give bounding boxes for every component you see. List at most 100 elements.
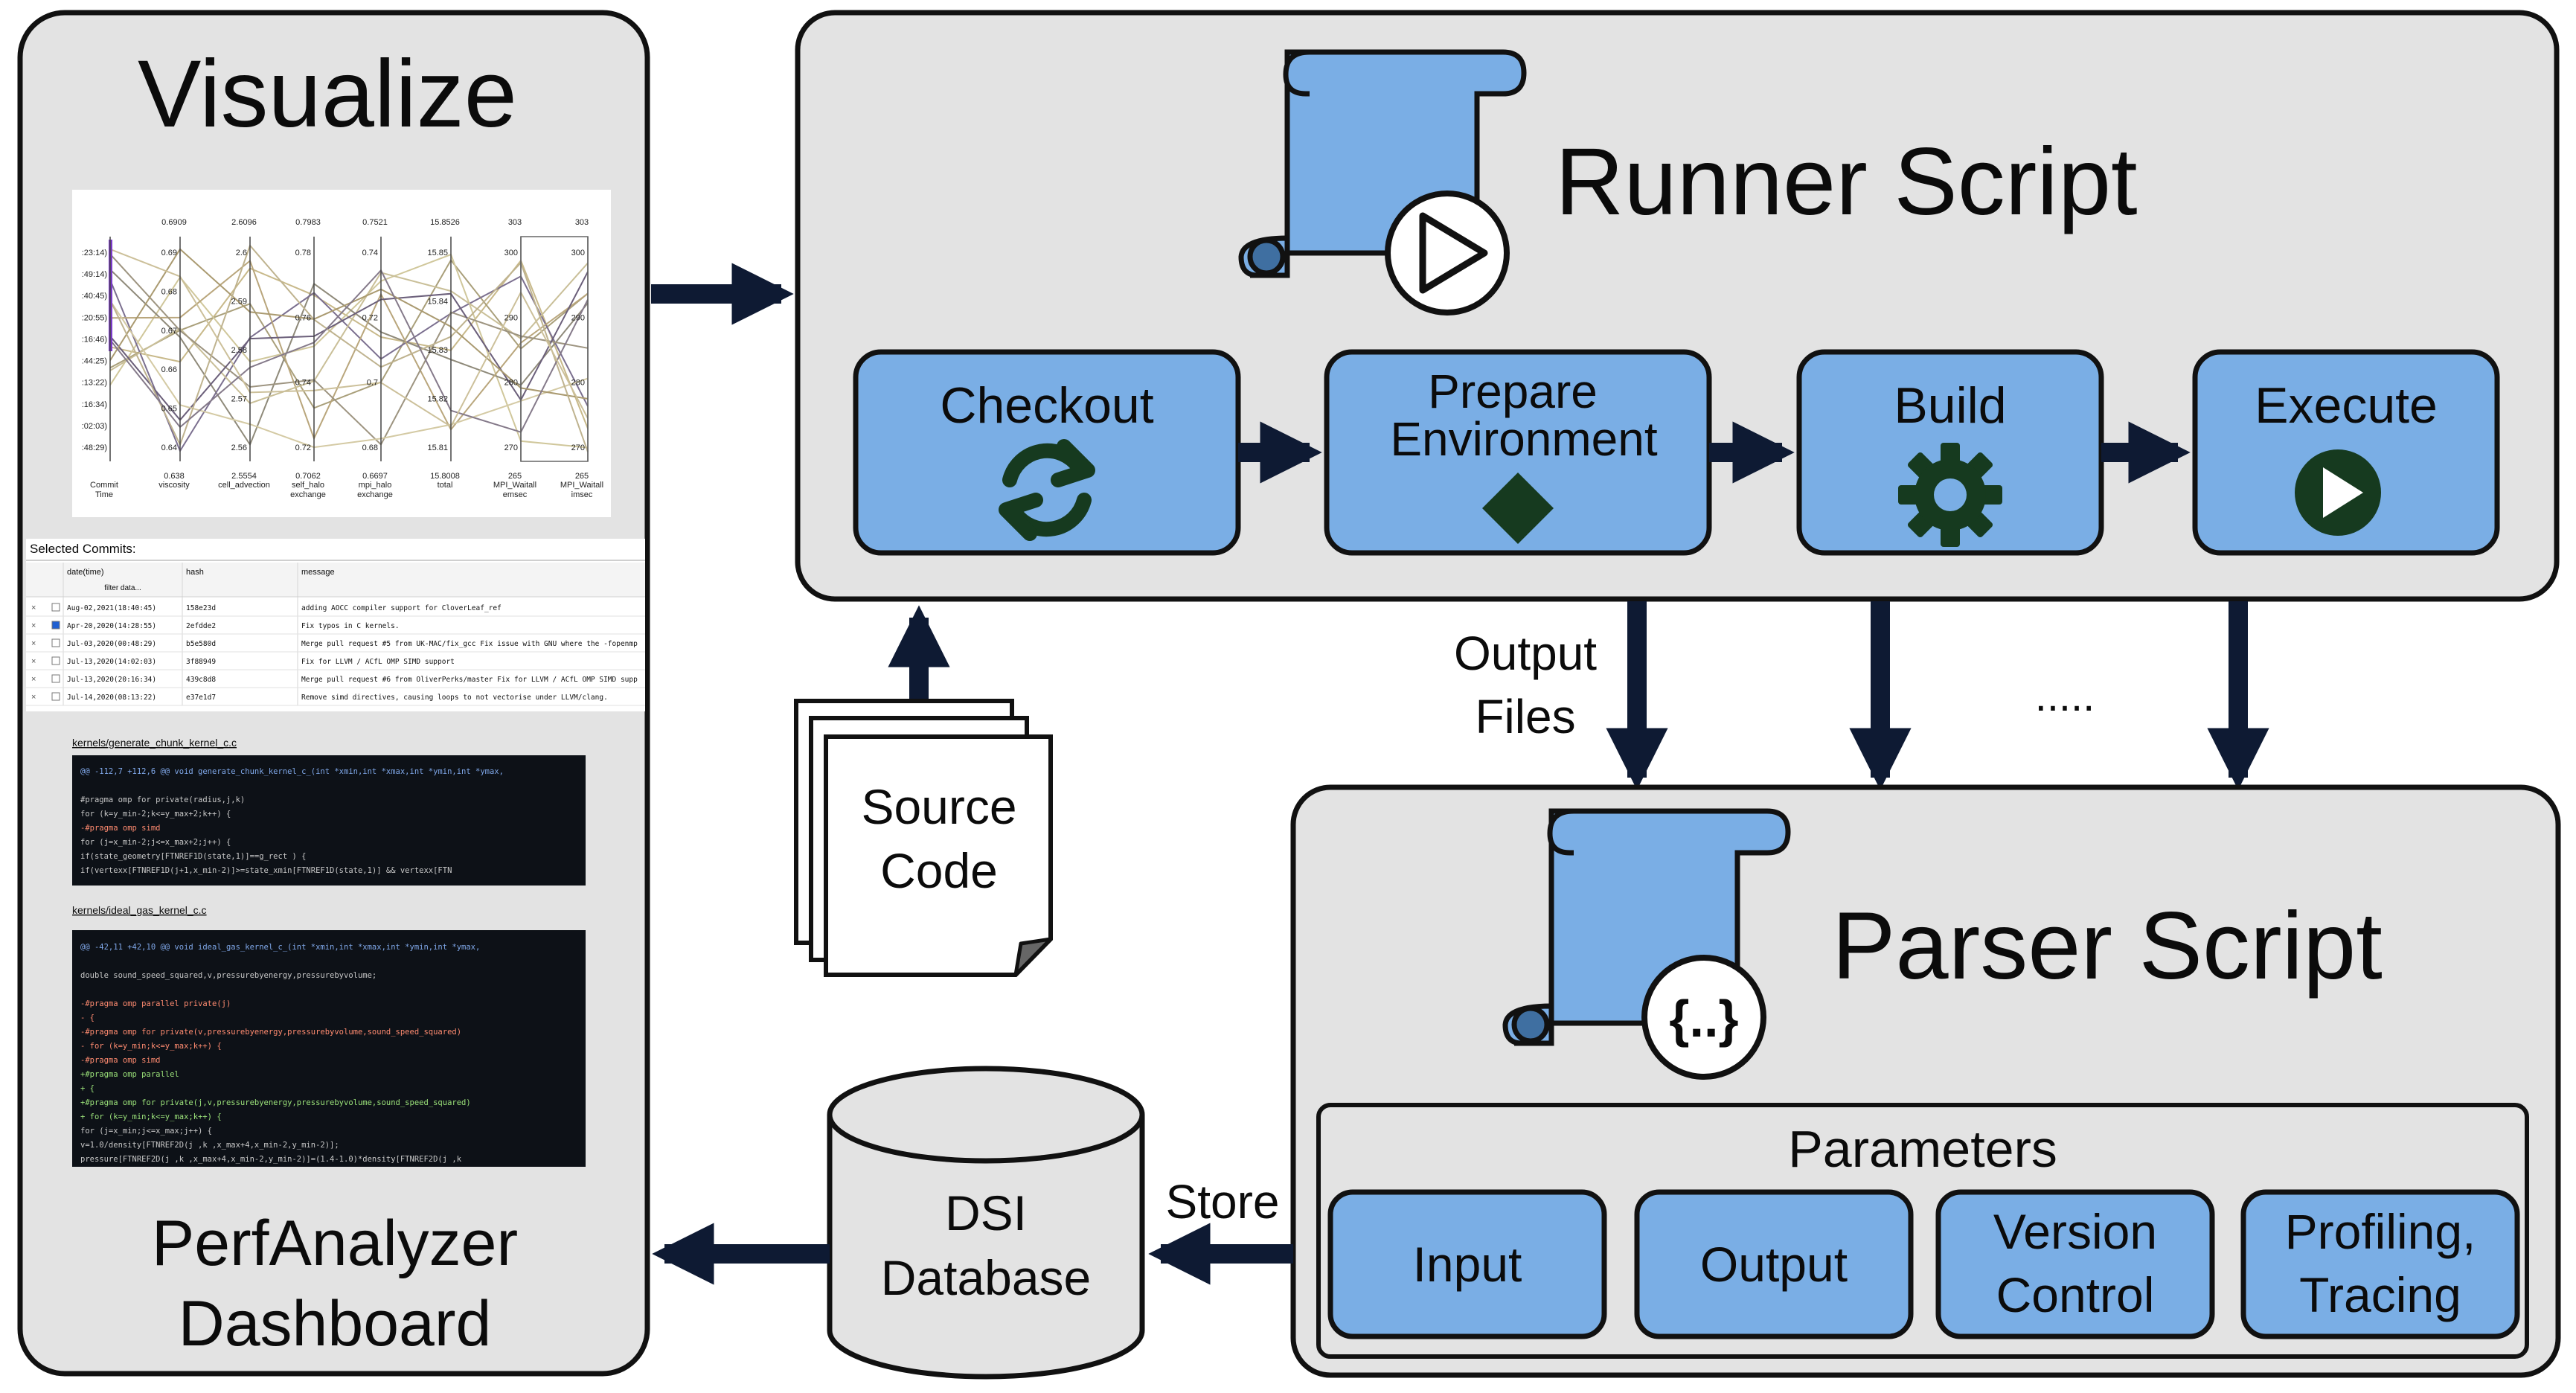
diff-line: @@ -112,7 +112,6 @@ void generate_chunk_… [80, 767, 504, 776]
plot-tick-label: :02:03) [82, 422, 107, 431]
step-prepare-label-2: Environment [1390, 412, 1658, 466]
row-date: Jul-03,2020(00:48:29) [67, 640, 156, 648]
param-version-label-2: Control [1996, 1267, 2155, 1322]
row-checkbox [51, 692, 60, 701]
plot-axis-label: total [438, 481, 453, 490]
param-version-control: Version Control [1935, 1189, 2215, 1339]
code-diff-1: kernels/generate_chunk_kernel_c.c @@ -11… [72, 737, 586, 886]
parser-script-panel: {..} Parser Script Parameters Input Outp… [1290, 784, 2561, 1378]
plot-background [72, 190, 611, 517]
plot-tick-label: :20:55) [82, 313, 107, 322]
plot-tick-label: 15.83 [427, 346, 448, 355]
plot-tick-label: 0.68 [362, 443, 378, 452]
row-message: Fix for LLVM / ACfL OMP SIMD support [301, 658, 455, 666]
plot-tick-label: :16:46) [82, 335, 107, 344]
plot-axis-label: MPI_Waitall [493, 481, 536, 490]
diff-2-lines: @@ -42,11 +42,10 @@ void ideal_gas_kerne… [80, 943, 480, 1164]
row-date: Aug-02,2021(18:40:45) [67, 604, 156, 612]
plot-tick-label: 300 [571, 249, 585, 257]
plot-top-value: 2.6096 [231, 218, 257, 227]
step-execute-label: Execute [2255, 377, 2438, 434]
plot-tick-label: 0.74 [362, 249, 378, 257]
row-remove-icon: × [31, 621, 36, 630]
param-input: Input [1327, 1189, 1607, 1339]
plot-tick-label: 300 [504, 249, 518, 257]
diff-line: +#pragma omp for private(j,v,pressurebye… [80, 1098, 471, 1107]
table-header-hash: hash [186, 568, 204, 577]
plot-tick-label: 0.72 [362, 313, 378, 322]
dsi-database: DSI Database [827, 1066, 1145, 1380]
plot-tick-label: 2.59 [231, 298, 247, 307]
plot-tick-label: 270 [504, 443, 518, 452]
plot-axis-label: self_halo [292, 481, 324, 490]
plot-tick-label: 2.58 [231, 346, 247, 355]
diff-line: double sound_speed_squared,v,pressurebye… [80, 971, 377, 980]
output-files-label-2: Files [1475, 690, 1575, 743]
plot-tick-label: 2.56 [231, 443, 247, 452]
plot-tick-label: :40:45) [82, 292, 107, 301]
output-files-label-1: Output [1454, 627, 1597, 680]
plot-top-value: 0.7521 [362, 218, 388, 227]
row-remove-icon: × [31, 603, 36, 612]
plot-tick-label: :48:29) [82, 443, 107, 452]
table-title: Selected Commits: [30, 542, 136, 556]
database-label-2: Database [881, 1250, 1092, 1305]
plot-bottom-value: 2.5554 [231, 472, 257, 481]
diamond-icon [1482, 473, 1554, 544]
diff-1-filename[interactable]: kernels/generate_chunk_kernel_c.c [72, 737, 237, 749]
plot-tick-label: 2.57 [231, 395, 247, 404]
diff-1-lines: @@ -112,7 +112,6 @@ void generate_chunk_… [80, 767, 504, 875]
param-profiling-label-1: Profiling, [2285, 1204, 2476, 1259]
runner-title: Runner Script [1555, 129, 2138, 235]
stacked-pages-icon [794, 699, 1053, 977]
parameters-title: Parameters [1788, 1120, 2057, 1178]
diff-line: #pragma omp for private(radius,j,k) [80, 795, 245, 804]
table-header-message: message [301, 568, 335, 577]
step-prepare-label-1: Prepare [1428, 365, 1598, 418]
code-diff-2: kernels/ideal_gas_kernel_c.c @@ -42,11 +… [72, 904, 586, 1167]
diff-line: if(vertexx[FTNREF1D(j+1,x_min-2)]>=state… [80, 866, 452, 875]
plot-tick-label: :16:34) [82, 400, 107, 409]
param-input-label: Input [1413, 1237, 1522, 1292]
diff-1-background [72, 755, 586, 886]
plot-tick-label: 280 [571, 379, 585, 388]
plot-tick-label: 0.74 [295, 379, 311, 388]
row-date: Jul-13,2020(14:02:03) [67, 658, 156, 666]
param-profiling-label-2: Tracing [2299, 1267, 2461, 1322]
diff-line: for (j=x_min-2;j<=x_max+2;j++) { [80, 838, 231, 847]
diff-line: -#pragma omp parallel private(j) [80, 999, 231, 1008]
runner-step-execute: Execute [2192, 349, 2500, 556]
plot-tick-label: 2.6 [236, 249, 247, 257]
step-checkout-label: Checkout [940, 377, 1153, 434]
plot-tick-label: 0.69 [161, 249, 177, 257]
plot-axis-label: mpi_halo [359, 481, 392, 490]
row-hash: 158e23d [186, 604, 216, 612]
plot-tick-label: 0.67 [161, 327, 177, 336]
plot-axis-label: exchange [290, 490, 326, 499]
row-checkbox [51, 603, 60, 612]
plot-tick-label: 15.82 [427, 395, 448, 404]
plot-bottom-value: 265 [575, 472, 589, 481]
diff-line: v=1.0/density[FTNREF2D(j ,k ,x_max+4,x_m… [80, 1141, 339, 1150]
plot-tick-label: 0.72 [295, 443, 311, 452]
plot-axis-label: Time [95, 490, 113, 499]
plot-axes [109, 236, 589, 462]
output-files-arrows [1606, 601, 2269, 790]
database-label-1: DSI [945, 1185, 1027, 1240]
source-code-label-2: Code [880, 843, 998, 898]
param-profiling-tracing: Profiling, Tracing [2240, 1189, 2520, 1339]
step-build-label: Build [1894, 377, 2006, 434]
diff-2-filename[interactable]: kernels/ideal_gas_kernel_c.c [72, 904, 207, 916]
table-filter-input[interactable]: filter data... [104, 584, 141, 592]
selected-commits-table: Selected Commits: date(time) hash messag… [26, 539, 645, 711]
